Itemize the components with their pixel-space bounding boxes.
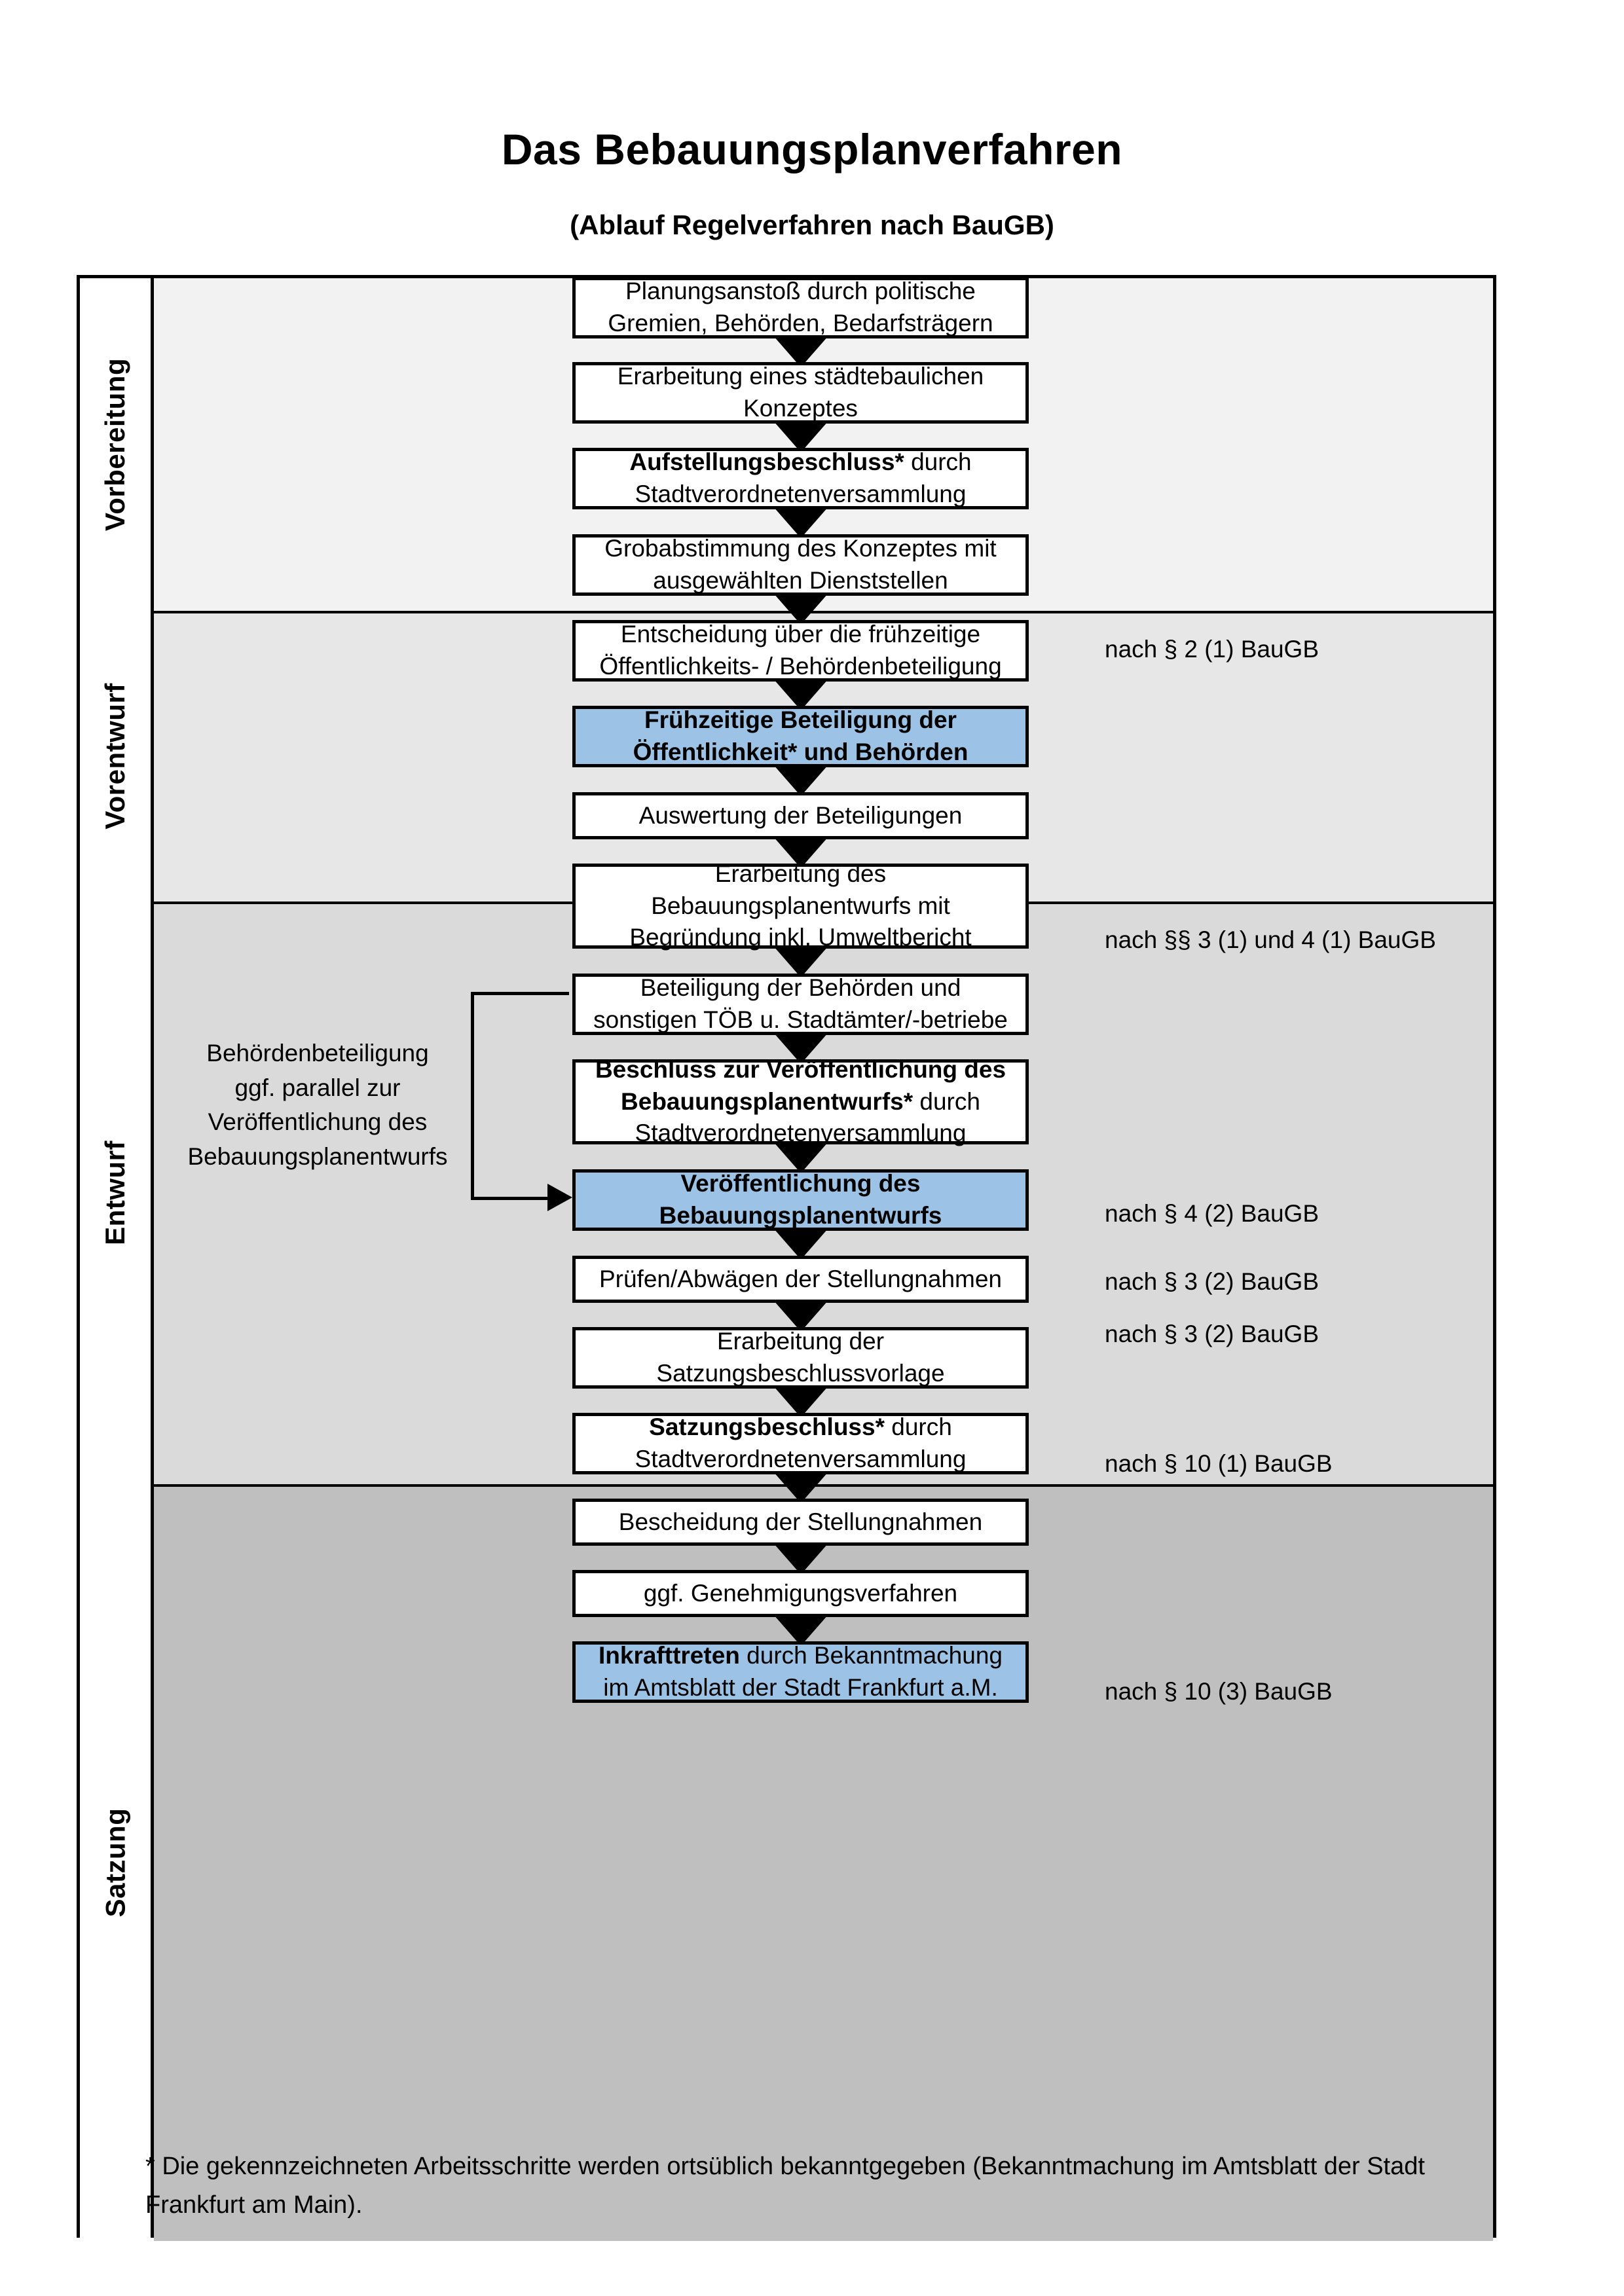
- flow-arrow-down: [773, 1142, 828, 1173]
- flow-arrow-down: [773, 1472, 828, 1503]
- phase-label-text: Satzung: [100, 1808, 131, 1918]
- process-step-s7: Auswertung der Beteiligungen: [572, 792, 1029, 839]
- phase-label-text: Vorentwurf: [100, 683, 130, 829]
- process-step-s16: ggf. Genehmigungsverfahren: [572, 1570, 1029, 1617]
- phase-label-vorentwurf: Vorentwurf: [80, 611, 151, 902]
- flow-arrow-down: [773, 1543, 828, 1575]
- flow-arrow-down: [773, 593, 828, 625]
- legal-reference-l4: nach § 3 (2) BauGB: [1105, 1268, 1320, 1295]
- parallel-process-connector: [471, 992, 572, 1211]
- process-step-label: Bescheidung der Stellungnahmen: [618, 1508, 983, 1535]
- process-step-s12: Prüfen/Abwägen der Stellungnahmen: [572, 1256, 1029, 1303]
- label-column-divider: [151, 278, 154, 2234]
- legal-reference-l2: nach §§ 3 (1) und 4 (1) BauGB: [1105, 926, 1436, 953]
- phase-label-text: Entwurf: [100, 1140, 130, 1245]
- process-step-label: Prüfen/Abwägen der Stellungnahmen: [599, 1265, 1003, 1292]
- flow-arrow-down: [773, 1032, 828, 1064]
- process-step-label: ggf. Genehmigungsverfahren: [643, 1579, 958, 1607]
- flow-arrow-down: [773, 837, 828, 868]
- phase-label-vorbereitung: Vorbereitung: [80, 278, 151, 611]
- legal-reference-l7: nach § 10 (3) BauGB: [1105, 1678, 1333, 1705]
- page-title: Das Bebauungsplanverfahren: [501, 125, 1123, 173]
- page-subtitle: (Ablauf Regelverfahren nach BauGB): [570, 210, 1054, 240]
- legal-reference-l3: nach § 4 (2) BauGB: [1105, 1200, 1320, 1227]
- process-step-label: Auswertung der Beteiligungen: [638, 801, 963, 829]
- flow-arrow-down: [773, 1300, 828, 1332]
- phase-label-text: Vorbereitung: [100, 357, 131, 532]
- legal-reference-l1: nach § 2 (1) BauGB: [1105, 636, 1320, 663]
- connector-segment-left: [471, 992, 474, 1200]
- connector-segment-top: [471, 992, 569, 995]
- flow-arrow-down: [773, 679, 828, 710]
- flow-arrow-down: [773, 1386, 828, 1417]
- legal-reference-l6: nach § 10 (1) BauGB: [1105, 1450, 1333, 1477]
- footnote: * Die gekennzeichneten Arbeitsschritte w…: [145, 2153, 1425, 2219]
- process-step-s15: Bescheidung der Stellungnahmen: [572, 1499, 1029, 1546]
- connector-arrowhead: [547, 1184, 572, 1211]
- phase-label-entwurf: Entwurf: [80, 902, 151, 1484]
- flow-arrow-down: [773, 507, 828, 538]
- connector-segment-bottom: [471, 1197, 548, 1200]
- flow-arrow-down: [773, 421, 828, 452]
- legal-reference-l5: nach § 3 (2) BauGB: [1105, 1321, 1320, 1347]
- flow-arrow-down: [773, 1614, 828, 1646]
- flow-arrow-down: [773, 946, 828, 977]
- phase-label-satzung: Satzung: [80, 1484, 151, 2241]
- flow-arrow-down: [773, 765, 828, 796]
- flow-arrow-down: [773, 1228, 828, 1260]
